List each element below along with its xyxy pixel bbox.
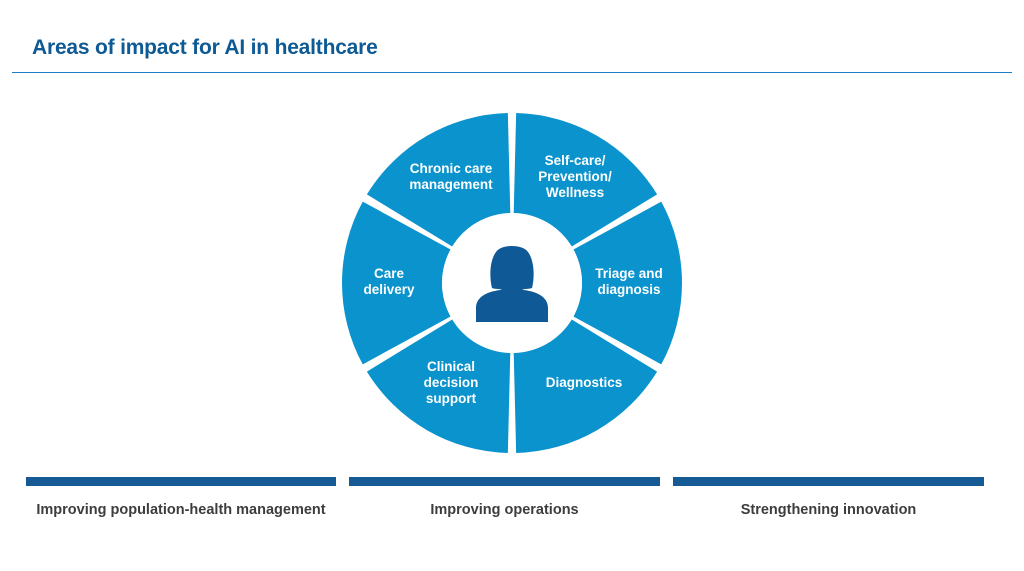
wheel-segment xyxy=(573,201,683,365)
person-icon xyxy=(476,246,548,322)
wheel-segment xyxy=(366,113,511,247)
wheel-segment xyxy=(366,319,511,453)
segment-label-triage: Triage and diagnosis xyxy=(595,266,663,297)
wheel-segment xyxy=(513,113,658,247)
area-bar-population-health xyxy=(26,477,336,486)
area-bar-innovation xyxy=(673,477,984,486)
segment-label-diagnostics: Diagnostics xyxy=(545,375,623,390)
segment-label-chronic-care: Chronic care management xyxy=(409,161,493,192)
area-label-innovation: Strengthening innovation xyxy=(740,502,917,518)
segment-label-clinical-decision: Clinical decision support xyxy=(423,359,479,406)
segment-label-self-care: Self-care/ Prevention/ Wellness xyxy=(538,153,612,200)
wheel-segment xyxy=(513,319,658,453)
title-divider xyxy=(12,72,1012,73)
segment-label-care-delivery: Care delivery xyxy=(363,266,415,297)
area-label-operations: Improving operations xyxy=(430,502,579,518)
page-title: Areas of impact for AI in healthcare xyxy=(32,36,378,59)
wheel-segment xyxy=(342,201,451,365)
area-label-population-health: Improving population-health management xyxy=(36,502,326,518)
area-bar-operations xyxy=(349,477,660,486)
